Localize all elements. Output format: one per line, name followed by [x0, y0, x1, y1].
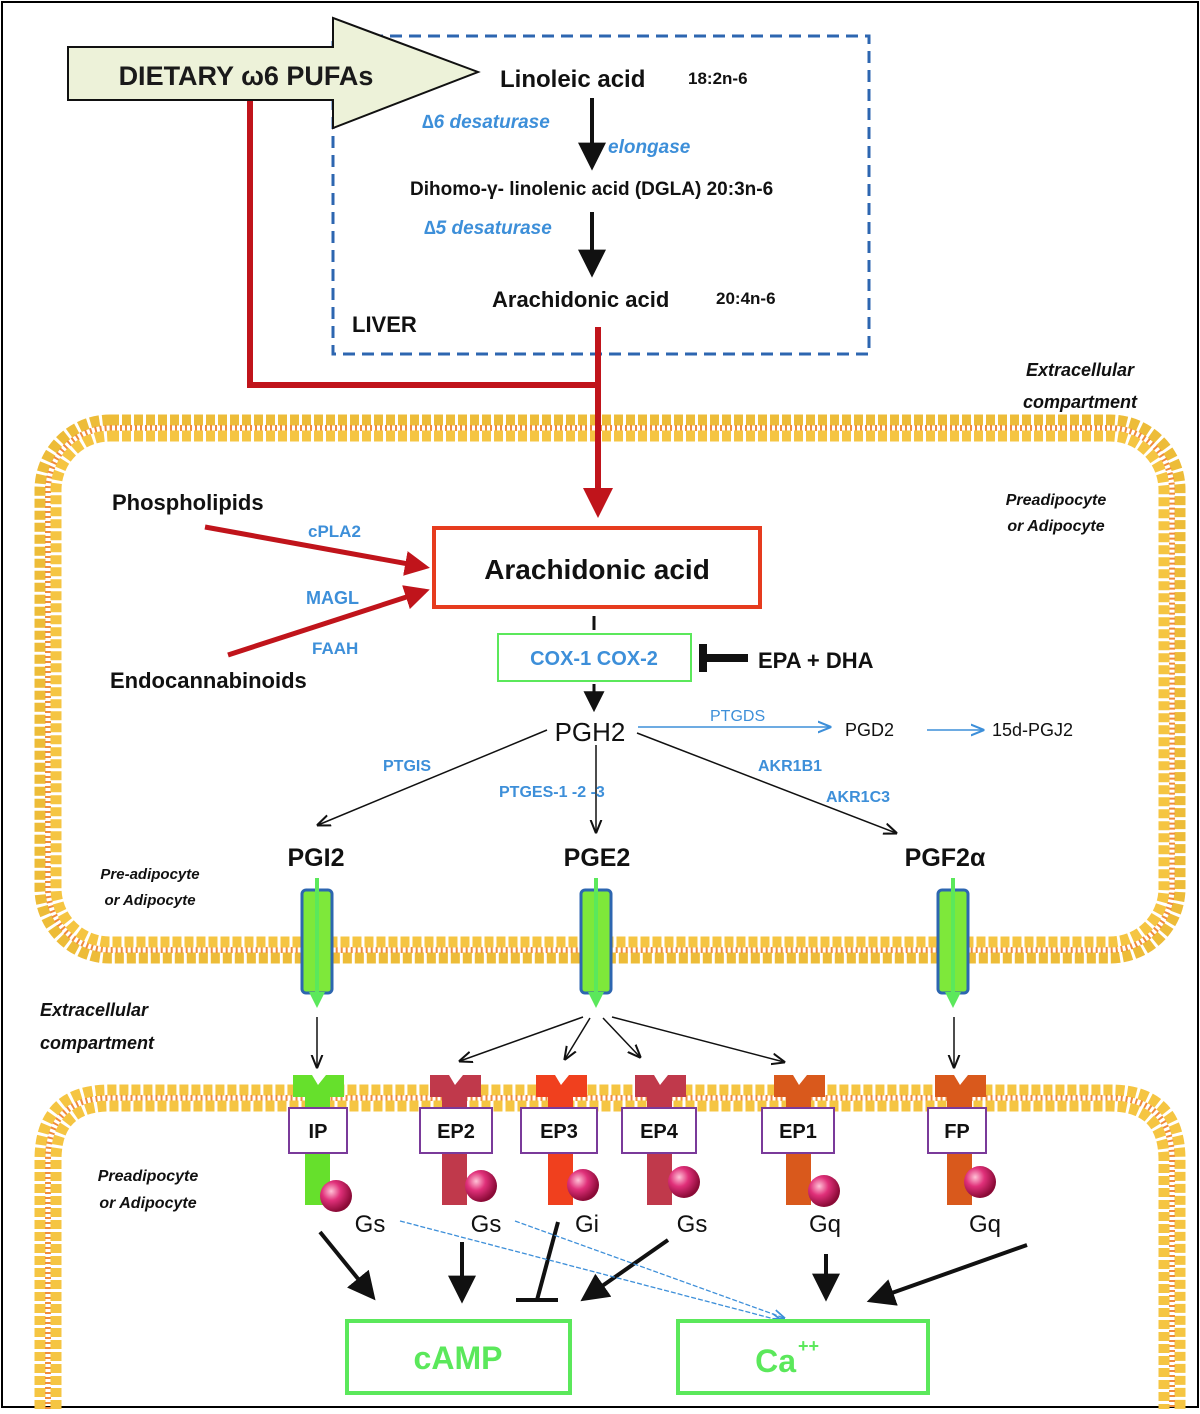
pgj2-label: 15d-PGJ2 — [992, 720, 1073, 740]
epa-dha-label: EPA + DHA — [758, 648, 874, 673]
receptor-label-ep3-box: EP3 — [520, 1107, 598, 1154]
cell-right-line2: or Adipocyte — [1007, 518, 1104, 535]
phospholipids-label: Phospholipids — [112, 490, 264, 515]
pgi2-label: PGI2 — [288, 844, 345, 872]
gs-to-ca-blue-arrows — [399, 1220, 784, 1321]
bottom-cell-membrane — [34, 1084, 1186, 1409]
akr1c3-label: AKR1C3 — [826, 789, 890, 806]
dgla-label: Dihomo-γ- linolenic acid (DGLA) 20:3n-6 — [410, 179, 773, 200]
signaling-arrows — [318, 1230, 1028, 1306]
pgh2-to-pgf2a-arrow — [636, 732, 896, 833]
pgh2-label: PGH2 — [555, 717, 626, 747]
transporter-pgi2 — [300, 878, 334, 1008]
pgf2a-label: PGF2α — [905, 844, 986, 872]
arachidonic-acid-box — [432, 526, 762, 609]
receptor-label-ip-box: IP — [288, 1107, 348, 1154]
receptor-label-fp-box: FP — [927, 1107, 987, 1154]
elongase-label: elongase — [608, 137, 691, 158]
receptor-label-ep2-box: EP2 — [419, 1107, 493, 1154]
g-protein-fp: Gq — [969, 1211, 1001, 1238]
extracellular-mid-line1: Extracellular — [40, 1000, 149, 1020]
extracellular-mid-line2: compartment — [40, 1033, 155, 1053]
ptges-label: PTGES-1 -2 -3 — [499, 784, 605, 801]
gi-inhibition — [516, 1221, 560, 1302]
extracellular-top-line2: compartment — [1023, 392, 1138, 412]
cell-right-line1: Preadipocyte — [1006, 492, 1107, 509]
transporter-pge2 — [579, 878, 613, 1008]
ligand-receptor-arrows — [317, 1016, 954, 1067]
d5-desaturase-label: ∆5 desaturase — [424, 218, 552, 239]
ptgds-label: PTGDS — [710, 708, 765, 725]
calcium-label: Ca — [755, 1343, 796, 1379]
transporter-pgf2a — [936, 878, 970, 1008]
linoleic-formula: 18:2n-6 — [688, 69, 748, 88]
pge2-label: PGE2 — [564, 844, 631, 872]
receptor-label-ep4-box: EP4 — [621, 1107, 697, 1154]
liver-arachidonic-label: Arachidonic acid — [492, 287, 669, 312]
dietary-label: DIETARY ω6 PUFAs — [119, 61, 374, 91]
cell-bottom-line2: or Adipocyte — [99, 1195, 196, 1212]
epa-dha-inhibition — [699, 644, 748, 672]
cox-label: COX-1 COX-2 — [530, 648, 658, 670]
camp-box — [345, 1319, 572, 1395]
ptgis-label: PTGIS — [383, 758, 431, 775]
g-protein-ep2: Gs — [471, 1211, 502, 1238]
d6-desaturase-label: ∆6 desaturase — [422, 112, 550, 133]
g-protein-ep4: Gs — [677, 1211, 708, 1238]
liver-arachidonic-formula: 20:4n-6 — [716, 289, 776, 308]
phospholipids-arrow — [204, 524, 430, 576]
dietary-red-path — [247, 100, 613, 518]
camp-label: cAMP — [414, 1340, 503, 1376]
endocannabinoids-arrow — [227, 585, 430, 658]
g-protein-ep1: Gq — [809, 1211, 841, 1238]
calcium-superscript: ++ — [798, 1336, 819, 1356]
g-protein-ip: Gs — [355, 1211, 386, 1238]
cell-left-line1: Pre-adipocyte — [100, 866, 199, 883]
linoleic-acid-label: Linoleic acid — [500, 66, 645, 93]
pgd2-label: PGD2 — [845, 720, 894, 740]
faah-label: FAAH — [312, 639, 358, 658]
dietary-pufa-arrow: DIETARY ω6 PUFAs — [67, 16, 481, 130]
g-protein-ep3: Gi — [575, 1211, 599, 1238]
cell-left-line2: or Adipocyte — [104, 892, 195, 909]
receptor-ep2-label: EP2 — [437, 1121, 475, 1143]
receptor-ep3-label: EP3 — [540, 1121, 578, 1143]
receptor-label-ep1-box: EP1 — [761, 1107, 835, 1154]
receptor-ip-label: IP — [309, 1121, 328, 1143]
liver-label: LIVER — [352, 312, 417, 337]
arachidonic-acid-box-label: Arachidonic acid — [484, 554, 710, 585]
receptor-ep1-label: EP1 — [779, 1121, 817, 1143]
endocannabinoids-label: Endocannabinoids — [110, 668, 307, 693]
magl-label: MAGL — [306, 588, 359, 608]
cpla2-label: cPLA2 — [308, 522, 361, 541]
cell-bottom-line1: Preadipocyte — [98, 1168, 199, 1185]
receptor-fp-label: FP — [944, 1121, 970, 1143]
receptor-ep4-label: EP4 — [640, 1121, 679, 1143]
akr1b1-label: AKR1B1 — [758, 758, 822, 775]
pgh2-to-pgi2-arrow — [318, 729, 548, 825]
calcium-box — [676, 1319, 930, 1395]
extracellular-top-line1: Extracellular — [1026, 360, 1135, 380]
cox-box — [497, 633, 692, 682]
